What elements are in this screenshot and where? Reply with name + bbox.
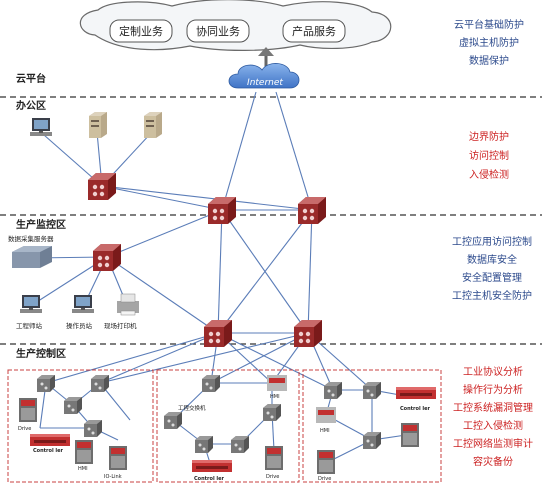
service-label: 定制业务 (119, 24, 163, 38)
control-core-switch-icon (204, 320, 232, 347)
printer-label: 现场打印机 (104, 321, 137, 330)
hmi-label: HMI (78, 466, 88, 472)
note-line: 工控入侵检测 (463, 419, 523, 432)
field-switch-icon (64, 397, 82, 414)
hmi-label: HMI (320, 428, 330, 434)
network-links (31, 91, 407, 464)
service-label: 产品服务 (292, 24, 336, 38)
core-switch-icon (208, 197, 236, 224)
office-switch-icon (88, 173, 116, 200)
note-line: 容灾备份 (473, 455, 513, 468)
controller-rack-icon (192, 460, 232, 472)
control-core-switch-icon (294, 320, 322, 347)
data-server-label: 数据采集服务器 (8, 234, 54, 243)
service-button-2[interactable]: 协同业务 (186, 19, 250, 43)
field-switch-icon (231, 436, 249, 453)
zone-label-cloud: 云平台 (16, 72, 46, 85)
notes-cloud: 云平台基础防护 虚拟主机防护 数据保护 (454, 18, 524, 67)
note-line: 入侵检测 (469, 168, 509, 181)
note-line: 工控系统漏洞管理 (453, 401, 533, 414)
field-device-icon (401, 423, 419, 447)
zone-label-office: 办公区 (16, 99, 46, 112)
workstation-icon (20, 295, 42, 313)
office-server-icon (144, 112, 162, 138)
note-line: 工控网络监测审计 (453, 437, 533, 450)
field-switch-icon (363, 382, 381, 399)
note-line: 访问控制 (469, 149, 509, 162)
field-switch-icon (37, 375, 55, 392)
control-subnet-boxes (7, 369, 442, 483)
note-line: 工控应用访问控制 (452, 235, 532, 248)
controller-label: Control ler (33, 448, 64, 454)
zone-label-control: 生产控制区 (16, 347, 66, 360)
drive-icon (317, 450, 335, 474)
note-line: 数据保护 (469, 54, 509, 67)
field-switch-icon (84, 420, 102, 437)
field-switch-icon (324, 382, 342, 399)
controller-rack-icon (30, 434, 70, 446)
notes-monitor: 工控应用访问控制 数据库安全 安全配置管理 工控主机安全防护 (452, 235, 532, 302)
controller-label: Control ler (194, 476, 225, 482)
controller-rack-icon (396, 387, 436, 399)
service-button-1[interactable]: 定制业务 (109, 19, 173, 43)
office-pc-icon (30, 118, 52, 136)
office-server-icon (89, 112, 107, 138)
notes-control: 工业协议分析 操作行为分析 工控系统漏洞管理 工控入侵检测 工控网络监测审计 容… (453, 365, 533, 468)
drive-label: Drive (18, 426, 31, 432)
note-line: 虚拟主机防护 (459, 36, 519, 49)
core-switch-icon (298, 197, 326, 224)
service-label: 协同业务 (196, 24, 240, 38)
internet-cloud: Internet (228, 63, 300, 89)
internet-label: Internet (247, 78, 283, 88)
operator-station-icon (72, 295, 94, 313)
data-server-icon (12, 246, 52, 268)
note-line: 安全配置管理 (462, 271, 522, 284)
note-line: 工控主机安全防护 (452, 289, 532, 302)
note-line: 工业协议分析 (463, 365, 523, 378)
hmi-label: HMI (270, 394, 280, 400)
field-switch-icon (263, 404, 281, 421)
field-switch-icon (164, 412, 182, 429)
controller-label: Control ler (400, 406, 431, 412)
field-switch-icon (195, 436, 213, 453)
drive-icon (19, 398, 37, 422)
drive-label: Drive (266, 474, 279, 480)
drive-label: Drive (318, 476, 331, 482)
operator-station-label: 操作员站 (66, 321, 93, 330)
io-link-label: IO-Link (104, 474, 122, 480)
zone-dividers (0, 96, 542, 345)
note-line: 边界防护 (469, 130, 509, 143)
note-line: 数据库安全 (467, 253, 517, 266)
hmi-rack-icon (316, 407, 336, 423)
zone-label-monitor: 生产监控区 (16, 218, 66, 231)
note-line: 云平台基础防护 (454, 18, 524, 31)
field-switch-icon (91, 375, 109, 392)
note-line: 操作行为分析 (463, 383, 523, 396)
hmi-rack-icon (267, 375, 287, 391)
hmi-icon (75, 440, 93, 464)
field-switch-icon (202, 375, 220, 392)
drive-icon (265, 446, 283, 470)
service-button-3[interactable]: 产品服务 (282, 19, 346, 43)
printer-icon (117, 293, 139, 316)
monitor-switch-icon (93, 244, 121, 271)
workstation-label: 工程师站 (16, 321, 43, 330)
field-switch-icon (363, 432, 381, 449)
io-link-icon (109, 446, 127, 470)
middle-switch-label: 工程交换机 (178, 404, 206, 412)
notes-office: 边界防护 访问控制 入侵检测 (469, 130, 509, 181)
